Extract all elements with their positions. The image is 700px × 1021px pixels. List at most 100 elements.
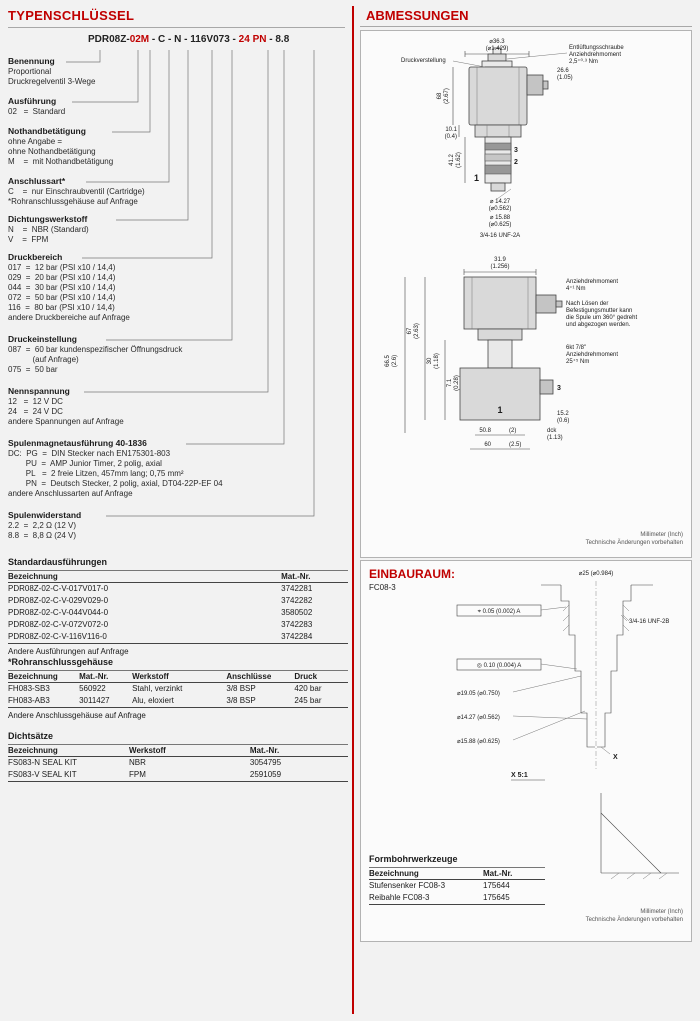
cell: FS083-V SEAL KIT — [8, 769, 130, 782]
cell: 3580502 — [281, 608, 313, 617]
code-segment: PDR08Z- — [88, 34, 130, 45]
cell: 175645 — [483, 892, 545, 905]
section-druckeinstellung: Druckeinstellung 087 = 60 bar kundenspez… — [8, 334, 338, 375]
cell: 420 bar — [294, 684, 322, 693]
valve-side-view: 31.9 (1.256) Anziehdrehmoment — [385, 257, 637, 450]
code-segment: - — [266, 34, 276, 45]
cell: 3742284 — [281, 631, 348, 644]
red-column-divider — [352, 6, 354, 1014]
section-line: V = FPM — [8, 235, 49, 244]
code-segment: C — [158, 34, 166, 45]
section-dichtungswerkstoff: Dichtungswerkstoff N = NBR (Standard) V … — [8, 214, 338, 245]
coil-note-line4: und abgezogen werden. — [566, 322, 631, 328]
dim-68-inch: (2.67) — [444, 88, 450, 104]
section-line: 2.2 = 2,2 Ω (12 V) — [8, 521, 77, 530]
code-segment: 116V073 — [190, 34, 230, 45]
section-line: 075 = 50 bar — [8, 365, 58, 374]
section-line: 072 = 50 bar (PSI x10 / 14,4) — [8, 293, 116, 302]
table-title: Dichtsätze — [8, 731, 54, 741]
dimensions-panel: ⌀36.3 (⌀1.429) Entlüftungsschraube Anzie… — [360, 30, 692, 558]
code-segment: N — [174, 34, 182, 45]
code-segment: - — [165, 34, 175, 45]
detail-scale-label: X 5:1 — [511, 772, 528, 779]
port-2-label: 2 — [514, 159, 518, 166]
dim-71-inch: (0.28) — [454, 375, 460, 391]
dimensions-title: ABMESSUNGEN — [366, 8, 469, 23]
title-rule — [360, 26, 692, 27]
dim-508: 50.8 — [479, 428, 491, 434]
code-segment: - — [229, 34, 239, 45]
cell: Stufensenker FC08-3 — [369, 881, 446, 890]
port-3-label: 3 — [557, 385, 561, 392]
hex-torque-label: Anziehdrehmoment — [566, 352, 618, 358]
table-title: Standardausführungen — [8, 557, 108, 567]
cell: FH083-SB3 — [8, 684, 50, 693]
cell: 3011427 — [79, 695, 133, 708]
cavity-title: EINBAURAUM: — [369, 567, 455, 581]
col-header: Werkstoff — [132, 670, 227, 683]
dim-412: 41.2 — [449, 154, 455, 166]
cavity-drawing: ⌀25 (⌀0.984) ⌖ 0.05 (0.002) A 3/4-16 UNF… — [456, 571, 683, 923]
section-nothandbetaetigung: Nothandbetätigung ohne Angabe = ohne Not… — [8, 126, 338, 167]
section-anschlussart: Anschlussart* C = nur Einschraubventil (… — [8, 176, 338, 207]
col-header: Anschlüsse — [226, 670, 295, 683]
pressure-adjust-label: Druckverstellung — [401, 58, 446, 64]
pipe-housing-table: *Rohranschlussgehäuse Bezeichnung Mat.-N… — [8, 656, 348, 720]
standard-versions-table: Standardausführungen Bezeichnung Mat.-Nr… — [8, 556, 348, 656]
section-line: 116 = 80 bar (PSI x10 / 14,4) — [8, 303, 115, 312]
dim-dia1588-inch: (⌀0.625) — [489, 222, 512, 228]
cell: Stahl, verzinkt — [132, 684, 183, 693]
section-line: *Rohranschlussgehäuse auf Anfrage — [8, 197, 138, 206]
section-heading: Druckeinstellung — [8, 334, 77, 344]
dim-319: 31.9 — [494, 257, 506, 263]
section-line: DC: PG = DIN Stecker nach EN175301-803 — [8, 449, 171, 458]
detail-marker-x: X — [613, 754, 618, 761]
dim-412-inch: (1.62) — [456, 152, 462, 168]
section-line: (auf Anfrage) — [8, 355, 79, 364]
cell: 175644 — [483, 881, 510, 890]
col-header: Bezeichnung — [369, 867, 483, 880]
cavity-panel: EINBAURAUM: FC08-3 — [360, 560, 692, 942]
nut-torque-value: 4⁺¹ Nm — [566, 285, 586, 292]
section-ausfuehrung: Ausführung 02 = Standard — [8, 96, 338, 117]
col-header: Bezeichnung — [8, 570, 282, 583]
cell: 3/8 BSP — [226, 684, 256, 693]
section-heading: Spulenwiderstand — [8, 510, 82, 520]
section-benennung: Benennung Proportional Druckregelventil … — [8, 56, 338, 87]
cell: 560922 — [79, 684, 106, 693]
hex-torque-value: 25⁺⁵ Nm — [566, 358, 589, 365]
changes-footnote: Technische Änderungen vorbehalten — [586, 539, 683, 546]
type-code: PDR08Z- 02M - C - N - 116V073 - 24 PN - … — [88, 34, 289, 45]
section-line: 044 = 30 bar (PSI x10 / 14,4) — [8, 283, 116, 292]
dim-dia1427: ⌀ 14.27 — [490, 199, 511, 205]
code-segment: - — [149, 34, 159, 45]
col-header: Druck — [294, 670, 348, 683]
cell: Alu, eloxiert — [132, 695, 227, 708]
col-header: Bezeichnung — [8, 744, 130, 757]
cavity-subtitle: FC08-3 — [369, 583, 396, 592]
table-title: *Rohranschlussgehäuse — [8, 657, 114, 667]
code-segment: 8.8 — [275, 34, 290, 45]
section-heading: Druckbereich — [8, 252, 63, 262]
dim-dck-inch: (1.13) — [547, 435, 563, 441]
section-druckbereich: Druckbereich 017 = 12 bar (PSI x10 / 14,… — [8, 252, 338, 323]
port-1-label: 1 — [474, 173, 479, 183]
type-key-title: TYPENSCHLÜSSEL — [8, 8, 135, 23]
cell: 3/8 BSP — [226, 695, 295, 708]
section-line: ohne Nothandbetätigung — [8, 147, 96, 156]
section-line: C = nur Einschraubventil (Cartridge) — [8, 187, 145, 196]
units-footnote: Millimeter (Inch) — [640, 532, 683, 538]
section-line: Druckregelventil 3-Wege — [8, 77, 96, 86]
nut-torque-label: Anziehdrehmoment — [566, 279, 618, 285]
cell: 2591059 — [249, 769, 348, 782]
cell: NBR — [129, 758, 146, 767]
dim-508-inch: (2) — [509, 428, 516, 434]
col-header: Bezeichnung — [8, 670, 80, 683]
cell: PDR08Z-02-C-V-017V017-0 — [8, 584, 109, 593]
dim-dia1905: ⌀19.05 (⌀0.750) — [457, 691, 500, 697]
table-header-row: Bezeichnung Werkstoff Mat.-Nr. — [8, 744, 348, 757]
dim-152: 15.2 — [557, 411, 569, 417]
dim-67-inch: (2.63) — [414, 323, 420, 339]
